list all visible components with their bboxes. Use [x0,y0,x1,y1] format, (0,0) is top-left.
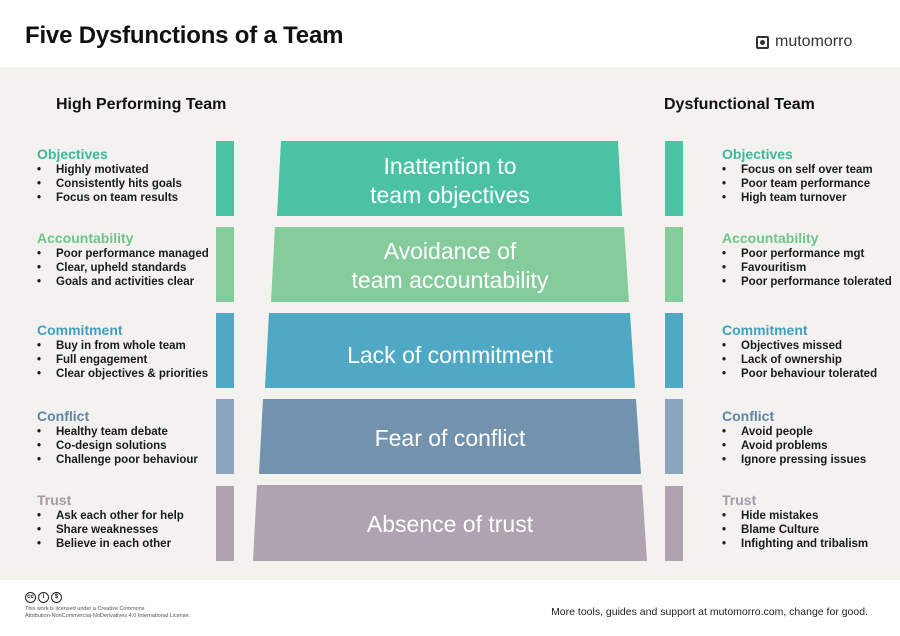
group-title: Commitment [37,322,123,338]
group-title: Accountability [37,230,134,246]
list-item: Believe in each other [37,537,227,551]
right-bar-conflict [665,399,683,474]
license-text: This work is licensed under a Creative C… [25,606,191,619]
list-item: Share weaknesses [37,523,227,537]
left-group-conflict: Conflict Healthy team debate Co-design s… [37,408,227,467]
pyramid-layer-conflict [259,399,641,474]
pyramid-layer-accountability [271,227,629,302]
list-item: Highly motivated [37,163,227,177]
creative-commons-icons[interactable]: cc i $ [25,592,195,603]
list-item: Buy in from whole team [37,339,227,353]
list-item: Favouritism [722,261,900,275]
right-group-trust: Trust Hide mistakes Blame Culture Infigh… [722,492,900,551]
group-title: Objectives [37,146,108,162]
list-item: Ignore pressing issues [722,453,900,467]
list-item: Avoid people [722,425,900,439]
pyramid-label-conflict: Fear of conflict [374,425,526,451]
group-title: Accountability [722,230,819,246]
cc-icon: cc [25,592,36,603]
pyramid-label-commitment: Lack of commitment [347,342,553,368]
left-group-commitment: Commitment Buy in from whole team Full e… [37,322,227,381]
pyramid-label-objectives: Inattention to team objectives [370,153,530,208]
list-item: Blame Culture [722,523,900,537]
left-column-heading: High Performing Team [56,96,227,113]
right-bar-commitment [665,313,683,388]
pyramid-label-accountability: Avoidance of team accountability [351,238,549,293]
list-item: Full engagement [37,353,227,367]
right-column-heading: Dysfunctional Team [664,96,815,113]
list-item: Poor performance managed [37,247,227,261]
right-bar-objectives [665,141,683,216]
list-item: Co-design solutions [37,439,227,453]
group-title: Conflict [722,408,775,424]
group-title: Trust [722,492,757,508]
list-item: Poor performance tolerated [722,275,900,289]
brand[interactable]: mutomorro [756,33,852,51]
group-title: Objectives [722,146,793,162]
right-group-objectives: Objectives Focus on self over team Poor … [722,146,900,205]
right-bar-accountability [665,227,683,302]
list-item: Healthy team debate [37,425,227,439]
list-item: Hide mistakes [722,509,900,523]
list-item: Avoid problems [722,439,900,453]
pyramid-layer-trust [253,485,647,561]
list-item: Ask each other for help [37,509,227,523]
brand-name: mutomorro [775,33,853,50]
list-item: High team turnover [722,191,900,205]
pyramid-layer-commitment [265,313,635,388]
right-group-accountability: Accountability Poor performance mgt Favo… [722,230,900,289]
list-item: Consistently hits goals [37,177,227,191]
right-bar-trust [665,486,683,561]
list-item: Poor behaviour tolerated [722,367,900,381]
list-item: Lack of ownership [722,353,900,367]
group-title: Trust [37,492,72,508]
pyramid-label-trust: Absence of trust [366,511,534,537]
list-item: Clear objectives & priorities [37,367,227,381]
license-block: cc i $ This work is licensed under a Cre… [25,592,195,620]
list-item: Focus on self over team [722,163,900,177]
footer-tagline[interactable]: More tools, guides and support at mutomo… [551,606,868,618]
list-item: Poor team performance [722,177,900,191]
nc-icon: $ [51,592,62,603]
left-group-objectives: Objectives Highly motivated Consistently… [37,146,227,205]
pyramid-layer-objectives [277,141,622,216]
group-title: Conflict [37,408,90,424]
list-item: Goals and activities clear [37,275,227,289]
list-item: Objectives missed [722,339,900,353]
list-item: Poor performance mgt [722,247,900,261]
left-group-trust: Trust Ask each other for help Share weak… [37,492,227,551]
page-title: Five Dysfunctions of a Team [25,22,344,49]
list-item: Challenge poor behaviour [37,453,227,467]
group-title: Commitment [722,322,808,338]
list-item: Infighting and tribalism [722,537,900,551]
right-group-conflict: Conflict Avoid people Avoid problems Ign… [722,408,900,467]
list-item: Focus on team results [37,191,227,205]
logo-icon [756,35,769,49]
right-group-commitment: Commitment Objectives missed Lack of own… [722,322,900,381]
list-item: Clear, upheld standards [37,261,227,275]
by-icon: i [38,592,49,603]
left-group-accountability: Accountability Poor performance managed … [37,230,227,289]
